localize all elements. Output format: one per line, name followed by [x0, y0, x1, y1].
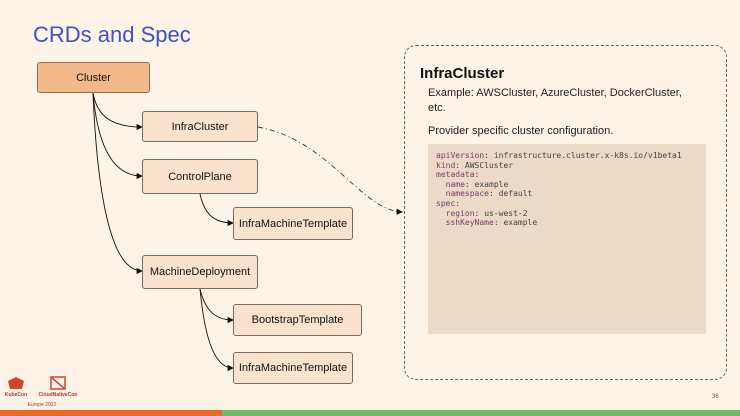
panel-example: Example: AWSCluster, AzureCluster, Docke… [428, 87, 682, 114]
node-infra-cluster: InfraCluster [142, 111, 258, 142]
slide-title: CRDs and Spec [33, 22, 191, 47]
edge-infracluster-panel [257, 126, 403, 215]
node-infra-machine-template-2: InfraMachineTemplate [233, 352, 353, 384]
code-block: apiVersion: infrastructure.cluster.x-k8s… [428, 144, 706, 334]
detail-panel [404, 45, 727, 380]
edge-machinedeployment-inframachinetemplate [199, 288, 234, 372]
edge-cluster-controlplane [92, 92, 143, 180]
footer-accent-bar [0, 410, 740, 416]
edge-cluster-infracluster [92, 92, 143, 131]
edge-cluster-machinedeployment [92, 92, 143, 275]
edge-controlplane-inframachinetemplate [199, 193, 234, 227]
page-number: 36 [712, 394, 719, 400]
kubecon-logo-icon [8, 377, 24, 389]
panel-description: Provider specific cluster configuration. [428, 125, 614, 137]
node-bootstrap-template: BootstrapTemplate [233, 304, 362, 336]
cloudnativecon-logo-icon [50, 376, 66, 390]
node-infra-machine-template-1: InfraMachineTemplate [233, 207, 353, 240]
node-machine-deployment: MachineDeployment [142, 255, 258, 289]
edge-machinedeployment-bootstraptemplate [199, 288, 234, 324]
event-label: Europe 2022 [27, 402, 57, 408]
panel-title: InfraCluster [420, 65, 505, 82]
kubecon-logo-text: KubeCon [4, 392, 28, 398]
cloudnativecon-logo-text: CloudNativeCon [38, 392, 78, 398]
node-control-plane: ControlPlane [142, 159, 258, 194]
node-cluster: Cluster [37, 62, 150, 93]
